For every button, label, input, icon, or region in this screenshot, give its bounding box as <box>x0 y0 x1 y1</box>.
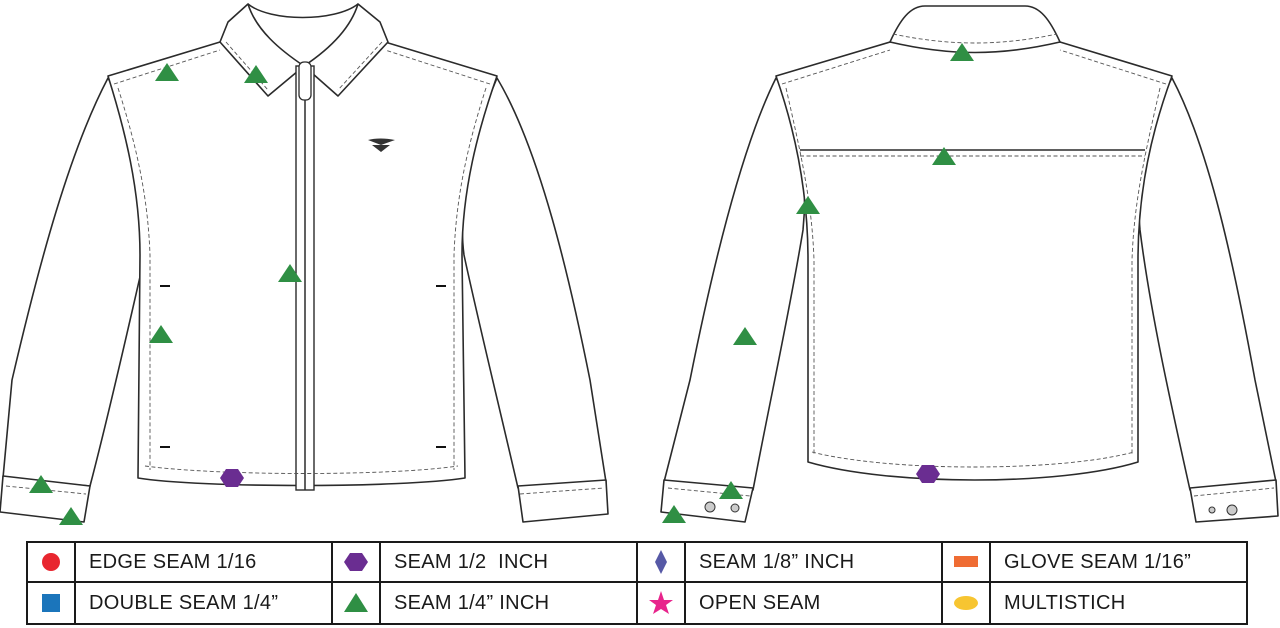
legend-label: SEAM 1/8” INCH <box>699 550 855 573</box>
legend-symbol <box>943 543 991 581</box>
legend-label: EDGE SEAM 1/16 <box>89 550 257 573</box>
legend-symbol <box>638 543 686 581</box>
seam-quarter-inch-marker-icon <box>796 196 820 214</box>
legend-symbol <box>28 583 76 623</box>
legend-item: SEAM 1/4” INCH <box>333 583 638 623</box>
red-circle-icon <box>42 553 60 571</box>
back-collar <box>889 5 1061 54</box>
jacket-technical-drawing <box>0 3 1279 525</box>
legend-label: GLOVE SEAM 1/16” <box>1004 550 1192 573</box>
back-left-sleeve <box>663 77 806 491</box>
legend-symbol <box>638 583 686 623</box>
seam-markers <box>29 43 974 525</box>
purple-hexagon-icon <box>344 553 368 571</box>
legend-item: GLOVE SEAM 1/16” <box>943 543 1246 583</box>
seam-quarter-inch-marker-icon <box>278 264 302 282</box>
legend-label: DOUBLE SEAM 1/4” <box>89 591 279 614</box>
back-right-sleeve <box>1137 77 1277 491</box>
back-body <box>775 41 1173 481</box>
seam-quarter-inch-marker-icon <box>59 507 83 525</box>
green-triangle-icon <box>344 593 368 612</box>
front-right-cuff <box>517 479 609 523</box>
legend-label: MULTISTICH <box>1004 591 1126 614</box>
blue-diamond-icon <box>655 550 667 574</box>
seam-quarter-inch-marker-icon <box>733 327 757 345</box>
orange-rectangle-icon <box>954 556 978 567</box>
legend-item: SEAM 1/2 INCH <box>333 543 638 583</box>
legend-symbol <box>28 543 76 581</box>
legend-item: MULTISTICH <box>943 583 1246 623</box>
seam-half-inch-marker-icon <box>916 465 940 483</box>
legend-item: EDGE SEAM 1/16 <box>28 543 333 583</box>
seam-quarter-inch-marker-icon <box>662 505 686 523</box>
seam-quarter-inch-marker-icon <box>950 43 974 61</box>
seam-quarter-inch-marker-icon <box>719 481 743 499</box>
legend-label: OPEN SEAM <box>699 591 821 614</box>
legend-symbol <box>333 583 381 623</box>
jacket-back-view <box>660 5 1279 523</box>
front-collar-right <box>303 3 389 97</box>
seam-quarter-inch-marker-icon <box>244 65 268 83</box>
seam-quarter-inch-marker-icon <box>932 147 956 165</box>
legend-item: OPEN SEAM <box>638 583 943 623</box>
legend-item: DOUBLE SEAM 1/4” <box>28 583 333 623</box>
seam-half-inch-marker-icon <box>220 469 244 487</box>
yellow-ellipse-icon <box>954 596 978 610</box>
seam-legend-table: EDGE SEAM 1/16 SEAM 1/2 INCH SEAM 1/8” INC… <box>26 541 1248 625</box>
wings-logo-icon <box>368 138 395 152</box>
jacket-front-view <box>0 3 609 523</box>
blue-square-icon <box>42 594 60 612</box>
legend-item: SEAM 1/8” INCH <box>638 543 943 583</box>
legend-label: SEAM 1/4” INCH <box>394 591 550 614</box>
zipper-pull-icon <box>298 61 312 101</box>
legend-symbol <box>333 543 381 581</box>
front-right-sleeve <box>461 77 607 489</box>
seam-quarter-inch-marker-icon <box>29 475 53 493</box>
seam-quarter-inch-marker-icon <box>155 63 179 81</box>
back-right-cuff <box>1189 479 1279 523</box>
legend-label: SEAM 1/2 INCH <box>394 550 549 573</box>
seam-quarter-inch-marker-icon <box>149 325 173 343</box>
legend-symbol <box>943 583 991 623</box>
pink-star-icon <box>649 591 673 614</box>
